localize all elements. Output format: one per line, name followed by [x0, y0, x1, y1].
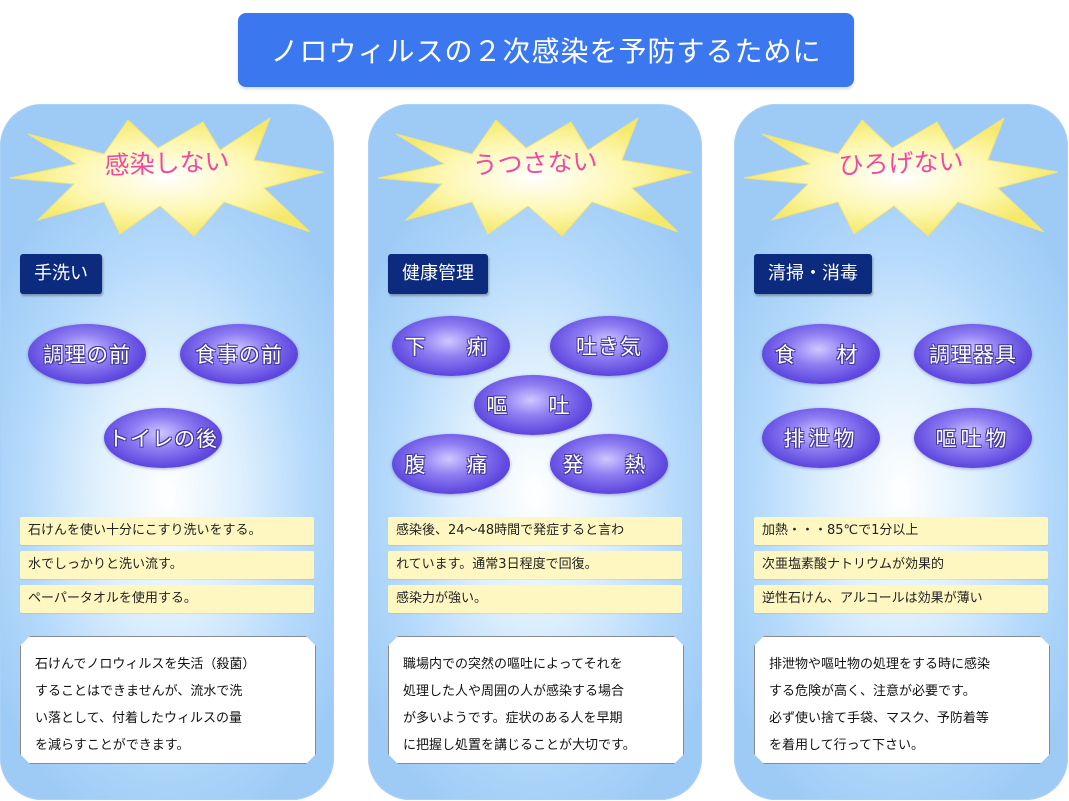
description-line: 処理した人や周囲の人が感染する場合: [403, 684, 625, 699]
description-line: 石けんでノロウィルスを失活（殺菌）: [35, 657, 256, 672]
description-line: 排泄物や嘔吐物の処理をする時に感染: [769, 657, 991, 672]
oval-badge: 嘔 吐: [474, 375, 592, 435]
oval-badge: 調理の前: [28, 324, 146, 384]
description-line: 必ず使い捨て手袋、マスク、予防着等: [769, 711, 989, 726]
oval-badge: 吐き気: [550, 316, 668, 376]
starburst-shape: [9, 116, 325, 237]
description-line: を着用して行って下さい。: [769, 738, 924, 753]
note-strip: れています。通常3日程度で回復。: [388, 551, 682, 579]
starburst-shape: [743, 116, 1059, 237]
note-strip: 石けんを使い十分にこすり洗いをする。: [20, 517, 314, 545]
description-line: する危険が高く、注意が必要です。: [769, 684, 976, 699]
note-strip: 逆性石けん、アルコールは効果が薄い: [754, 585, 1048, 613]
description-line: が多いようです。症状のある人を早期: [403, 711, 623, 726]
oval-badge: 食 材: [762, 324, 880, 384]
note-strip: ペーパータオルを使用する。: [20, 585, 314, 613]
oval-badge: 調理器具: [914, 324, 1032, 384]
page-title: ノロウィルスの２次感染を予防するために: [238, 13, 854, 87]
category-label: 清掃・消毒: [754, 254, 872, 294]
description-line: することはできませんが、流水で洗: [35, 684, 243, 699]
oval-badge: 下 痢: [392, 316, 510, 376]
description-line: い落として、付着したウィルスの量: [35, 711, 242, 726]
note-strip: 感染力が強い。: [388, 585, 682, 613]
description-line: に把握し処置を講じることが大切です。: [403, 738, 636, 753]
description-line: 職場内での突然の嘔吐によってそれを: [403, 657, 623, 672]
note-strip: 感染後、24～48時間で発症すると言わ: [388, 517, 682, 545]
oval-badge: 腹 痛: [392, 434, 510, 494]
oval-badge: 発 熱: [550, 434, 668, 494]
oval-badge: トイレの後: [104, 408, 222, 468]
panel-prevent-infection: 感染しない 手洗い 調理の前 食事の前 トイレの後 石けんを使い十分にこすり洗い…: [0, 104, 334, 800]
description-line: を減らすことができます。: [35, 738, 190, 753]
panel-prevent-transmission: うつさない 健康管理 下 痢 吐き気 嘔 吐 腹 痛 発 熱 感染後、24～48…: [368, 104, 702, 800]
note-strip: 次亜塩素酸ナトリウムが効果的: [754, 551, 1048, 579]
note-strip: 水でしっかりと洗い流す。: [20, 551, 314, 579]
note-strip: 加熱・・・85℃で1分以上: [754, 517, 1048, 545]
category-label: 健康管理: [388, 254, 488, 294]
description-box: 職場内での突然の嘔吐によってそれを 処理した人や周囲の人が感染する場合 が多いよ…: [388, 636, 684, 764]
panel-prevent-spread: ひろげない 清掃・消毒 食 材 調理器具 排泄物 嘔吐物 加熱・・・85℃で1分…: [734, 104, 1068, 800]
oval-badge: 嘔吐物: [914, 408, 1032, 468]
starburst-shape: [377, 116, 693, 237]
oval-badge: 食事の前: [180, 324, 298, 384]
category-label: 手洗い: [20, 254, 102, 294]
oval-badge: 排泄物: [762, 408, 880, 468]
description-box: 排泄物や嘔吐物の処理をする時に感染 する危険が高く、注意が必要です。 必ず使い捨…: [754, 636, 1050, 764]
description-box: 石けんでノロウィルスを失活（殺菌） することはできませんが、流水で洗 い落として…: [20, 636, 316, 764]
